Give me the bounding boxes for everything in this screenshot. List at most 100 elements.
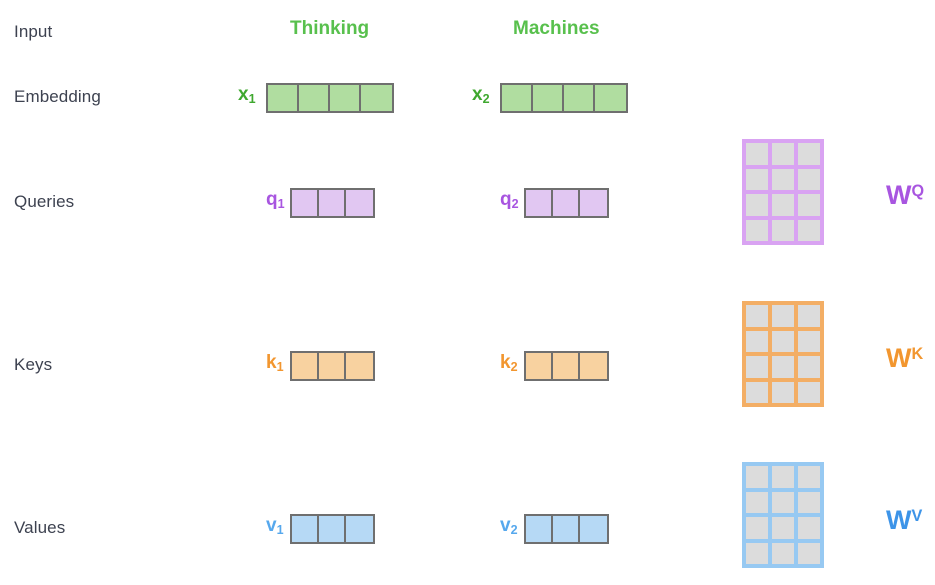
- vector-symbol-x1: x: [238, 84, 249, 105]
- vector-symbol-v2: v: [500, 515, 511, 536]
- matrix-cell: [772, 517, 794, 539]
- matrix-symbol-wq: W: [886, 180, 912, 210]
- vector-symbol-v1: v: [266, 515, 277, 536]
- matrix-superscript-wk: K: [911, 344, 924, 363]
- vector-x1: [266, 83, 394, 113]
- vector-subscript-q2: 2: [511, 196, 519, 211]
- matrix-cell: [798, 517, 820, 539]
- vector-symbol-k2: k: [500, 352, 511, 373]
- vector-subscript-k2: 2: [510, 359, 518, 374]
- vector-cell: [346, 190, 373, 216]
- matrix-cell: [772, 219, 794, 241]
- vector-k2: [524, 351, 609, 381]
- row-label-embedding: Embedding: [14, 87, 101, 106]
- weight-matrix-wk: [742, 301, 824, 407]
- vector-v2: [524, 514, 609, 544]
- vector-cell: [292, 353, 319, 379]
- matrix-cell: [746, 168, 768, 190]
- vector-label-k1: k1: [266, 352, 284, 373]
- matrix-cell: [798, 466, 820, 488]
- vector-cell: [319, 353, 346, 379]
- vector-cell: [595, 85, 626, 111]
- vector-cell: [553, 190, 580, 216]
- matrix-cell: [772, 466, 794, 488]
- matrix-cell: [746, 542, 768, 564]
- vector-cell: [526, 353, 553, 379]
- vector-cell: [361, 85, 392, 111]
- weight-matrix-label-wv: WV: [886, 507, 922, 534]
- vector-cell: [346, 353, 373, 379]
- vector-symbol-x2: x: [472, 84, 483, 105]
- vector-cell: [502, 85, 533, 111]
- matrix-superscript-wq: Q: [911, 181, 925, 200]
- matrix-cell: [798, 381, 820, 403]
- matrix-cell: [798, 305, 820, 327]
- row-label-input: Input: [14, 22, 53, 41]
- weight-matrix-wv: [742, 462, 824, 568]
- vector-label-q2: q2: [500, 189, 519, 211]
- vector-cell: [292, 516, 319, 542]
- word-header-1: Thinking: [290, 18, 370, 39]
- matrix-cell: [798, 356, 820, 378]
- matrix-cell: [798, 542, 820, 564]
- matrix-cell: [772, 542, 794, 564]
- vector-subscript-q1: 1: [277, 196, 285, 211]
- vector-label-x1: x1: [238, 84, 256, 106]
- vector-q2: [524, 188, 609, 218]
- vector-label-k2: k2: [500, 352, 518, 374]
- vector-cell: [526, 516, 553, 542]
- matrix-symbol-wv: W: [886, 505, 912, 535]
- vector-cell: [580, 190, 607, 216]
- row-label-queries: Queries: [14, 192, 75, 211]
- row-label-keys: Keys: [14, 355, 53, 374]
- matrix-cell: [746, 517, 768, 539]
- weight-matrix-wq: [742, 139, 824, 245]
- matrix-cell: [772, 330, 794, 352]
- matrix-cell: [746, 194, 768, 216]
- matrix-cell: [772, 168, 794, 190]
- vector-v1: [290, 514, 375, 544]
- matrix-cell: [746, 491, 768, 513]
- vector-subscript-v2: 2: [510, 522, 518, 537]
- matrix-cell: [746, 219, 768, 241]
- vector-label-v2: v2: [500, 515, 518, 537]
- word-header-2: Machines: [513, 18, 600, 39]
- matrix-cell: [746, 330, 768, 352]
- vector-q1: [290, 188, 375, 218]
- vector-k1: [290, 351, 375, 381]
- vector-cell: [553, 353, 580, 379]
- vector-label-q1: q1: [266, 189, 285, 211]
- vector-x2: [500, 83, 628, 113]
- weight-matrix-label-wq: WQ: [886, 182, 924, 209]
- matrix-cell: [772, 305, 794, 327]
- vector-cell: [292, 190, 319, 216]
- matrix-cell: [798, 168, 820, 190]
- weight-matrix-label-wk: WK: [886, 345, 923, 372]
- vector-symbol-q1: q: [266, 189, 278, 210]
- vector-cell: [533, 85, 564, 111]
- matrix-cell: [772, 143, 794, 165]
- matrix-cell: [798, 330, 820, 352]
- matrix-cell: [746, 143, 768, 165]
- matrix-cell: [746, 381, 768, 403]
- vector-cell: [319, 516, 346, 542]
- vector-cell: [268, 85, 299, 111]
- vector-subscript-x1: 1: [248, 91, 256, 106]
- vector-subscript-x2: 2: [482, 91, 490, 106]
- vector-symbol-k1: k: [266, 352, 277, 373]
- matrix-superscript-wv: V: [911, 506, 923, 525]
- vector-cell: [330, 85, 361, 111]
- matrix-cell: [746, 356, 768, 378]
- matrix-cell: [746, 305, 768, 327]
- matrix-cell: [772, 381, 794, 403]
- matrix-cell: [772, 194, 794, 216]
- matrix-cell: [798, 143, 820, 165]
- row-label-values: Values: [14, 518, 66, 537]
- vector-symbol-q2: q: [500, 189, 512, 210]
- matrix-cell: [746, 466, 768, 488]
- vector-cell: [553, 516, 580, 542]
- vector-cell: [526, 190, 553, 216]
- vector-cell: [580, 516, 607, 542]
- vector-cell: [564, 85, 595, 111]
